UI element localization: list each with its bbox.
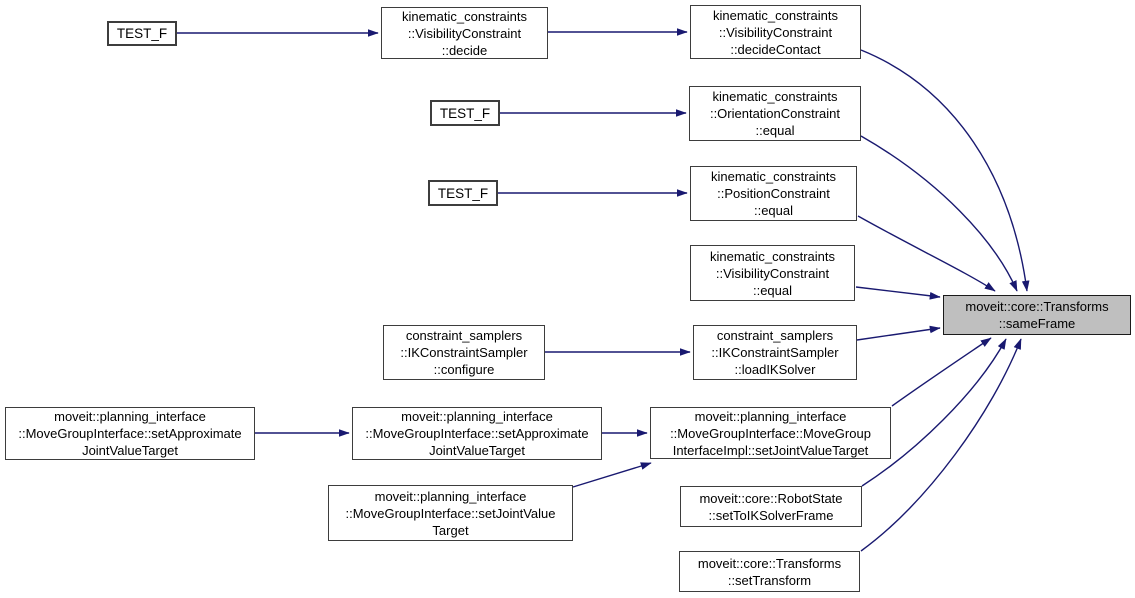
node-label: moveit::core::RobotState ::setToIKSolver…	[699, 490, 843, 523]
node-transforms-same-frame: moveit::core::Transforms ::sameFrame	[943, 295, 1131, 335]
node-ik-constraint-sampler-configure[interactable]: constraint_samplers ::IKConstraintSample…	[383, 325, 545, 380]
node-label: kinematic_constraints ::VisibilityConstr…	[713, 7, 838, 57]
node-orientation-constraint-equal[interactable]: kinematic_constraints ::OrientationConst…	[689, 86, 861, 141]
node-visibility-constraint-decide[interactable]: kinematic_constraints ::VisibilityConstr…	[381, 7, 548, 59]
node-visibility-constraint-decide-contact[interactable]: kinematic_constraints ::VisibilityConstr…	[690, 5, 861, 59]
edge-orientation-equal-to-sameframe	[860, 135, 1018, 292]
node-label: kinematic_constraints ::OrientationConst…	[709, 89, 841, 138]
node-ik-constraint-sampler-load-ik-solver[interactable]: constraint_samplers ::IKConstraintSample…	[693, 325, 857, 380]
node-test-f-2[interactable]: TEST_F	[430, 100, 500, 126]
edge-impl-to-sameframe	[891, 337, 992, 407]
node-label: kinematic_constraints ::VisibilityConstr…	[402, 8, 527, 58]
edge-loadiksolver-to-sameframe	[856, 325, 941, 341]
node-label: constraint_samplers ::IKConstraintSample…	[400, 328, 528, 377]
node-label: TEST_F	[116, 26, 168, 41]
node-label: moveit::planning_interface ::MoveGroupIn…	[18, 409, 242, 458]
node-label: moveit::core::Transforms ::sameFrame	[965, 299, 1109, 331]
edge-visibility-equal-to-sameframe	[855, 286, 941, 300]
node-label: TEST_F	[439, 105, 491, 121]
node-transforms-set-transform[interactable]: moveit::core::Transforms ::setTransform	[679, 551, 860, 592]
edge-decidecontact-to-sameframe	[860, 49, 1030, 292]
node-move-group-interface-impl-set-joint-value-target[interactable]: moveit::planning_interface ::MoveGroupIn…	[650, 407, 891, 459]
node-robot-state-set-to-ik-solver-frame[interactable]: moveit::core::RobotState ::setToIKSolver…	[680, 486, 862, 527]
node-label: moveit::planning_interface ::MoveGroupIn…	[365, 409, 589, 458]
node-visibility-constraint-equal[interactable]: kinematic_constraints ::VisibilityConstr…	[690, 245, 855, 301]
edge-settoiksolverframe-to-sameframe	[861, 338, 1007, 487]
node-test-f-1[interactable]: TEST_F	[107, 21, 177, 46]
node-label: kinematic_constraints ::PositionConstrai…	[711, 169, 836, 218]
node-test-f-3[interactable]: TEST_F	[428, 180, 498, 206]
node-label: kinematic_constraints ::VisibilityConstr…	[710, 248, 835, 298]
node-set-approximate-joint-value-target-2[interactable]: moveit::planning_interface ::MoveGroupIn…	[352, 407, 602, 460]
node-label: moveit::core::Transforms ::setTransform	[697, 555, 842, 588]
edge-settransform-to-sameframe	[860, 338, 1022, 552]
node-set-approximate-joint-value-target-1[interactable]: moveit::planning_interface ::MoveGroupIn…	[5, 407, 255, 460]
node-position-constraint-equal[interactable]: kinematic_constraints ::PositionConstrai…	[690, 166, 857, 221]
node-label: constraint_samplers ::IKConstraintSample…	[711, 328, 839, 377]
edge-position-equal-to-sameframe	[857, 215, 996, 292]
edge-setjvt-to-impl	[572, 462, 652, 488]
node-set-joint-value-target[interactable]: moveit::planning_interface ::MoveGroupIn…	[328, 485, 573, 541]
node-label: moveit::planning_interface ::MoveGroupIn…	[670, 408, 871, 458]
node-label: moveit::planning_interface ::MoveGroupIn…	[345, 488, 556, 538]
node-label: TEST_F	[437, 185, 489, 201]
